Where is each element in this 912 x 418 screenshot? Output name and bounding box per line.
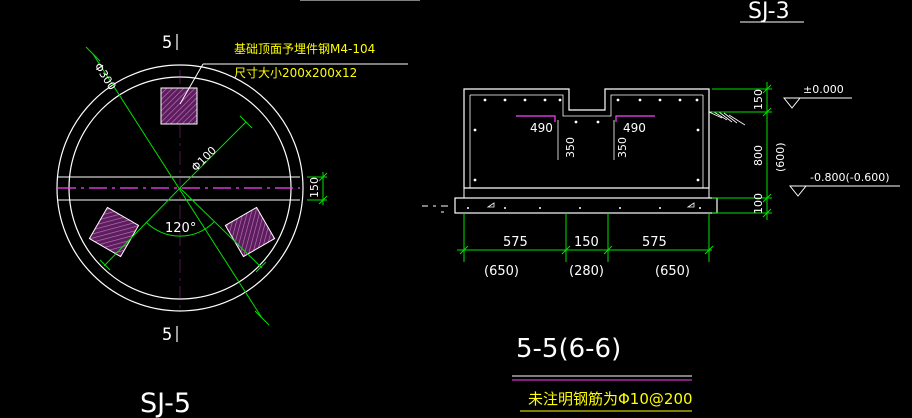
rebar-dots — [467, 98, 701, 209]
bottom-dim-alt-1: (650) — [484, 264, 519, 279]
outer-diameter-label: Φ300 — [91, 61, 118, 93]
embed-plate-top — [160, 87, 198, 125]
view-title-sj5: SJ-5 — [140, 388, 191, 418]
dim-350-right: 350 — [616, 137, 629, 158]
dim-490-left: 490 — [530, 121, 553, 135]
angle-arc — [145, 221, 215, 237]
left-plan-view: 5 5 Φ300 Φ100 150 120° 基础顶面予埋件钢M4-104 尺寸… — [56, 0, 420, 418]
wall-inner-outline — [469, 94, 704, 188]
ground-dashes — [422, 205, 448, 213]
level-bottom-label: -0.800(-0.600) — [810, 171, 890, 184]
angle-label: 120° — [165, 221, 196, 236]
dim-line-inner-diameter — [179, 121, 247, 189]
right-section-view: SJ-3 490 490 350 350 — [422, 0, 900, 412]
note-line-1: 基础顶面予埋件钢M4-104 — [234, 42, 375, 56]
rebar-hook-left — [516, 115, 556, 122]
level-marker-bottom — [788, 185, 900, 197]
view-title-sj3: SJ-3 — [748, 0, 790, 24]
rebar-hook-right — [615, 115, 655, 122]
bottom-dim-2: 150 — [574, 235, 599, 250]
vert-dim-100: 100 — [752, 193, 765, 214]
footnote: 未注明钢筋为Φ10@200 — [528, 390, 693, 408]
dim-490-right: 490 — [623, 121, 646, 135]
vert-dim-600: (600) — [774, 142, 787, 172]
vert-dim-800: 800 — [752, 145, 765, 166]
vert-dim-150: 150 — [752, 89, 765, 110]
ray-right — [179, 187, 263, 269]
base-slab — [454, 197, 718, 214]
ground-hatch — [708, 111, 746, 126]
section-mark-top: 5 — [162, 33, 172, 53]
embed-plate-left — [88, 206, 140, 258]
note-leader — [179, 63, 204, 105]
level-top-label: ±0.000 — [803, 83, 844, 96]
bottom-dim-alt-3: (650) — [655, 264, 690, 279]
bottom-dim-3: 575 — [642, 235, 667, 250]
slot-width-label: 150 — [308, 177, 321, 198]
outer-circle — [56, 64, 304, 312]
wall-outer-outline — [463, 88, 710, 189]
inner-diameter-label: Φ100 — [189, 144, 219, 174]
bottom-dim-1: 575 — [503, 235, 528, 250]
bottom-dim-alt-2: (280) — [569, 264, 604, 279]
note-line-2: 尺寸大小200x200x12 — [234, 66, 357, 80]
level-marker-top — [782, 97, 852, 109]
section-mark-bottom: 5 — [162, 325, 172, 345]
dim-350-left: 350 — [564, 137, 577, 158]
dim-line-outer-diameter — [92, 53, 263, 319]
section-title: 5-5(6-6) — [516, 334, 621, 364]
ray-left — [103, 187, 181, 267]
embed-plate-right — [224, 206, 276, 258]
